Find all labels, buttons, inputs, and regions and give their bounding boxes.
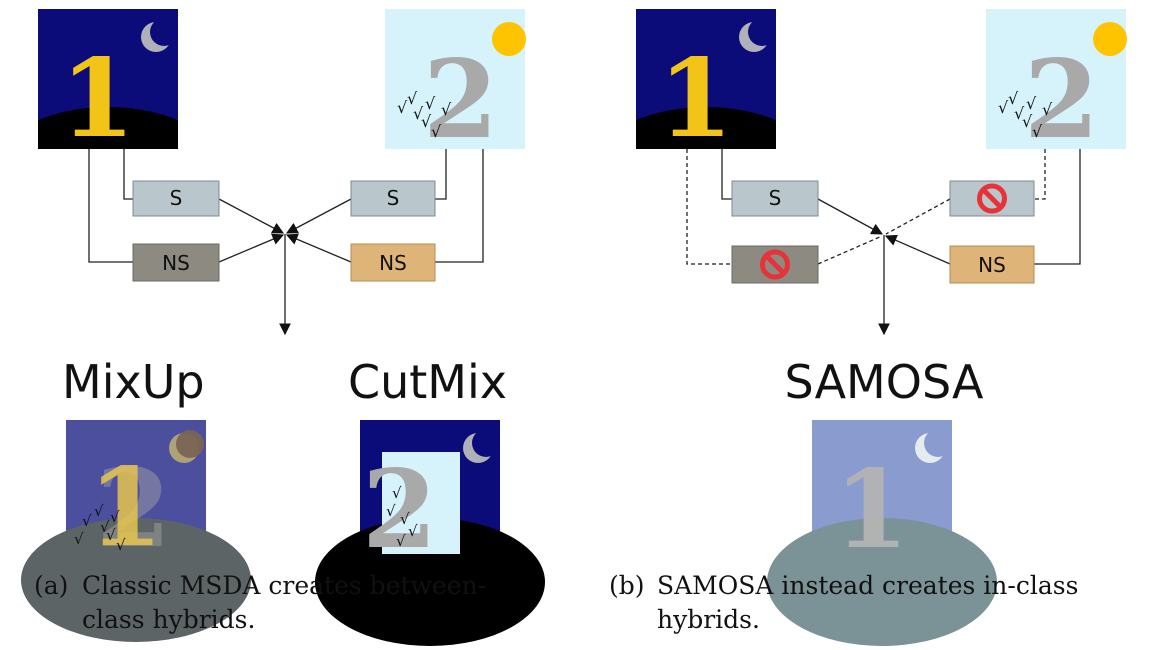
box-ns-left-b-blocked: [731, 245, 819, 284]
svg-text:√: √: [1026, 94, 1037, 113]
forbidden-icon: [760, 249, 790, 280]
cutmix-image: 1 2 √√√ √√: [315, 420, 545, 646]
svg-text:NS: NS: [978, 253, 1006, 277]
samosa-label: SAMOSA: [785, 355, 984, 409]
mixup-image: 2 1 √√√ √√√ √: [21, 420, 251, 642]
svg-text:√: √: [100, 518, 110, 536]
connectors-b: [686, 149, 1081, 336]
svg-text:NS: NS: [162, 251, 190, 275]
samosa-image: 1: [767, 420, 997, 646]
panel-a: 1 2 √ √ √ √ √ √ √: [21, 9, 545, 646]
class1-image-a: 1: [38, 9, 178, 162]
svg-text:√: √: [116, 536, 126, 554]
svg-text:√: √: [392, 484, 402, 502]
svg-text:√: √: [1014, 104, 1025, 123]
svg-text:NS: NS: [379, 251, 407, 275]
caption-b-line1: SAMOSA instead creates in-class: [657, 571, 1079, 600]
class1-image-b: 1: [636, 9, 776, 162]
svg-text:√: √: [408, 522, 418, 540]
caption-a-line2: class hybrids.: [82, 605, 256, 634]
svg-text:√: √: [386, 502, 396, 520]
box-ns-right-a: NS: [350, 243, 436, 282]
svg-text:S: S: [387, 186, 400, 210]
box-s-left-b: S: [731, 180, 819, 217]
caption-b-tag: (b): [609, 571, 645, 600]
svg-text:1: 1: [834, 447, 909, 573]
caption-a-line1: Classic MSDA creates between-: [82, 571, 487, 600]
box-s-right-b-blocked: [949, 180, 1035, 217]
svg-text:2: 2: [362, 447, 437, 573]
moon-icon: [739, 18, 776, 52]
svg-text:√: √: [413, 104, 424, 123]
box-s-right-a: S: [350, 180, 436, 217]
svg-text:2: 2: [96, 446, 171, 572]
svg-text:√: √: [441, 100, 452, 119]
class2-image-a: 2 √ √ √ √ √ √ √: [385, 9, 526, 163]
svg-text:√: √: [1022, 112, 1033, 131]
caption-b-line2: hybrids.: [657, 605, 760, 634]
svg-text:√: √: [431, 122, 442, 141]
moon-icon: [141, 18, 178, 52]
forbidden-icon: [977, 183, 1007, 214]
class2-digit: 2: [423, 37, 498, 163]
svg-text:√: √: [400, 510, 410, 528]
svg-text:1: 1: [658, 36, 733, 162]
panel-b: 1 2 √√√ √√√ √: [636, 9, 1127, 646]
svg-text:√: √: [94, 502, 104, 520]
caption-b: (b) SAMOSA instead creates in-class hybr…: [609, 569, 1149, 639]
svg-text:√: √: [82, 512, 92, 530]
box-ns-right-b: NS: [949, 245, 1035, 284]
svg-text:√: √: [397, 98, 408, 117]
svg-text:√: √: [1042, 100, 1053, 119]
sun-icon: [492, 22, 526, 56]
svg-text:√: √: [425, 94, 436, 113]
connectors-a: [88, 149, 484, 336]
sun-icon: [1093, 22, 1127, 56]
svg-text:√: √: [396, 532, 406, 550]
box-s-left-a: S: [132, 180, 220, 217]
svg-text:√: √: [106, 526, 116, 544]
class1-digit: 1: [60, 36, 135, 162]
box-ns-left-a: NS: [132, 243, 220, 282]
svg-text:S: S: [769, 186, 782, 210]
svg-text:√: √: [110, 508, 120, 526]
checkmarks: √ √ √ √ √ √ √: [397, 89, 452, 141]
svg-text:√: √: [1032, 122, 1043, 141]
caption-a: (a) Classic MSDA creates between- class …: [34, 569, 564, 639]
caption-a-tag: (a): [34, 571, 69, 600]
svg-text:S: S: [170, 186, 183, 210]
mixup-label: MixUp: [62, 355, 205, 409]
svg-text:√: √: [1008, 89, 1019, 108]
svg-text:√: √: [74, 530, 84, 548]
svg-text:1: 1: [88, 445, 163, 571]
svg-text:√: √: [421, 112, 432, 131]
svg-text:√: √: [407, 89, 418, 108]
class2-image-b: 2 √√√ √√√ √: [986, 9, 1127, 163]
svg-text:√: √: [998, 98, 1009, 117]
svg-text:2: 2: [1024, 37, 1099, 163]
cutmix-label: CutMix: [348, 355, 507, 409]
